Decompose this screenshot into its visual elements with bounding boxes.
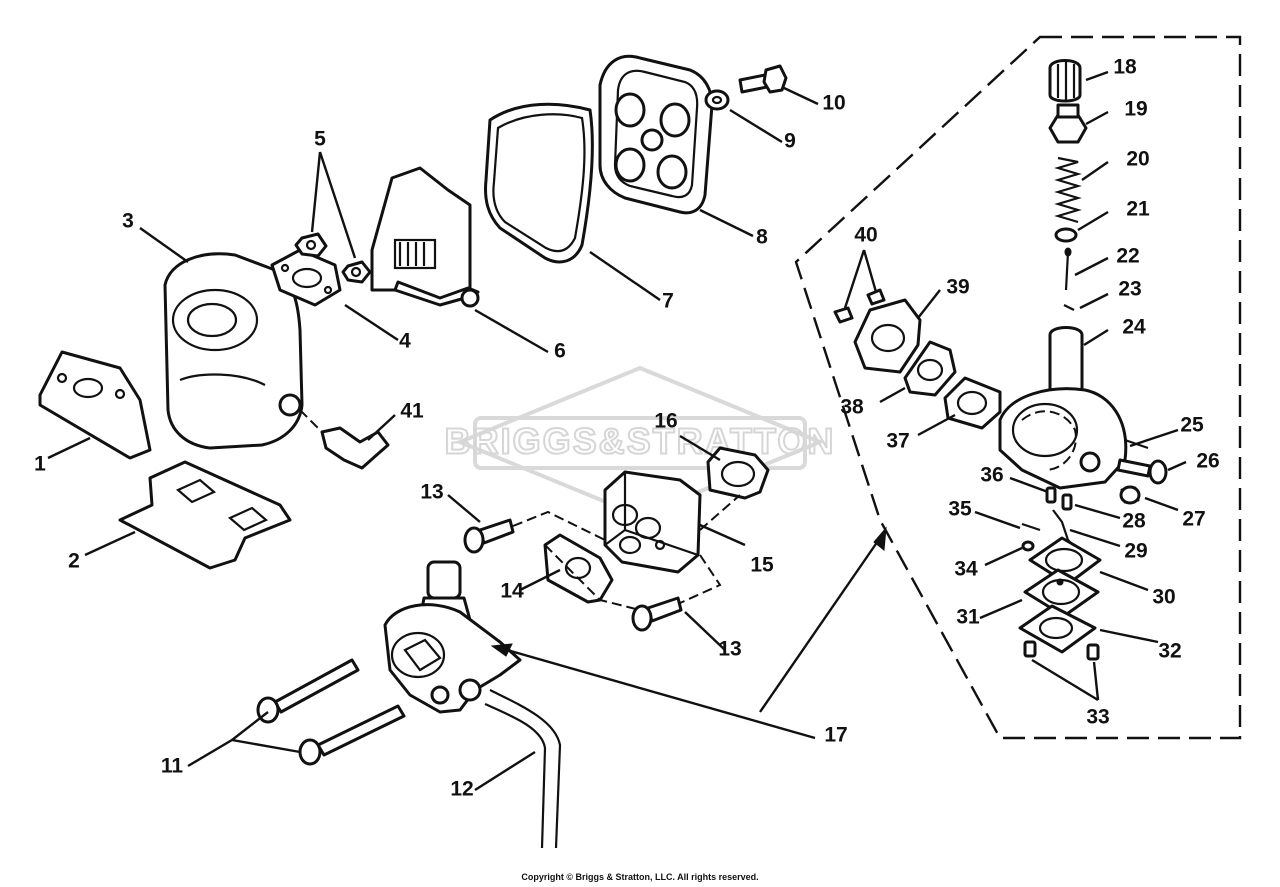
part-14-gasket <box>543 533 614 604</box>
callout-27: 27 <box>1182 508 1205 531</box>
part-19-nut <box>1048 103 1088 144</box>
callout-13-upper: 13 <box>420 481 443 504</box>
part-38-gasket <box>903 340 957 397</box>
part-12-fuel-hose <box>484 689 562 849</box>
part-31-diaphragm <box>1023 568 1100 618</box>
part-3-muffler <box>163 252 304 450</box>
callout-5: 5 <box>314 128 326 151</box>
leader-lines <box>47 70 1187 792</box>
callout-29: 29 <box>1124 540 1147 563</box>
callout-35: 35 <box>948 498 972 521</box>
callout-3: 3 <box>122 210 134 233</box>
callout-19: 19 <box>1124 98 1147 121</box>
part-1-heat-shield <box>38 350 152 460</box>
callout-26: 26 <box>1196 450 1219 473</box>
callout-9: 9 <box>784 130 796 153</box>
callout-37: 37 <box>886 430 909 453</box>
callout-36: 36 <box>980 464 1003 487</box>
part-28-spring <box>1061 493 1073 511</box>
part-27-screw <box>1119 485 1141 505</box>
briggs-stratton-watermark-logo: BRIGGS&STRATTON <box>444 365 836 519</box>
watermark-text: BRIGGS&STRATTON <box>445 421 836 462</box>
callout-11: 11 <box>161 755 184 778</box>
part-32-cover <box>1018 604 1097 654</box>
part-26-screw <box>1116 458 1168 485</box>
callout-38: 38 <box>840 396 864 419</box>
part-4-gasket <box>270 248 342 307</box>
part-34-screw <box>1021 540 1035 552</box>
callout-14: 14 <box>500 580 524 603</box>
callout-17: 17 <box>824 724 847 747</box>
callout-13-lower: 13 <box>718 638 741 661</box>
part-7-filter-element <box>484 102 594 264</box>
part-41-pipe-fitting <box>299 409 390 470</box>
part-24-carburetor-body <box>998 326 1128 490</box>
carburetor-detail-boundary <box>794 35 1242 740</box>
callout-25: 25 <box>1180 414 1204 437</box>
callout-31: 31 <box>956 606 980 629</box>
part-35-pin <box>1021 522 1041 532</box>
callout-18: 18 <box>1113 56 1137 79</box>
part-10-screw <box>738 64 788 94</box>
part-20-spring <box>1054 156 1082 224</box>
part-5-nuts <box>294 232 372 284</box>
part-8-air-cleaner-cover <box>598 54 714 215</box>
part-17-carburetor <box>383 560 522 714</box>
callout-28: 28 <box>1122 510 1146 533</box>
part-21-clip <box>1054 227 1078 243</box>
callout-15: 15 <box>750 554 774 577</box>
part-11-mounting-screws <box>256 658 406 766</box>
part-13-screw-lower <box>631 596 683 632</box>
part-18-knob <box>1048 59 1082 103</box>
callout-41: 41 <box>400 400 424 423</box>
callout-12: 12 <box>450 778 473 801</box>
part-22-needle <box>1064 247 1072 291</box>
callout-33: 33 <box>1086 706 1109 729</box>
callout-32: 32 <box>1158 640 1181 663</box>
callout-22: 22 <box>1116 245 1139 268</box>
part-2-base-gasket <box>118 460 292 570</box>
callout-39: 39 <box>946 276 969 299</box>
part-13-screw-upper <box>463 518 515 554</box>
callout-8: 8 <box>756 226 768 249</box>
part-15-insulator-block <box>603 470 702 574</box>
copyright-notice: Copyright © Briggs & Stratton, LLC. All … <box>521 872 759 882</box>
callout-20: 20 <box>1126 148 1149 171</box>
callout-2: 2 <box>68 550 80 573</box>
callout-6: 6 <box>554 340 566 363</box>
callout-24: 24 <box>1122 316 1146 339</box>
part-16-gasket <box>706 446 770 500</box>
callout-23: 23 <box>1118 278 1141 301</box>
part-33-screws <box>1023 640 1100 661</box>
callout-16: 16 <box>654 410 677 433</box>
callout-34: 34 <box>954 558 978 581</box>
callout-7: 7 <box>662 290 674 313</box>
part-37-gasket <box>943 376 1002 430</box>
callout-21: 21 <box>1126 198 1150 221</box>
callout-40: 40 <box>854 224 877 247</box>
part-9-washer <box>704 89 730 111</box>
callout-10: 10 <box>822 92 845 115</box>
callout-30: 30 <box>1152 586 1175 609</box>
part-23-pin <box>1063 304 1075 311</box>
callout-numbers: 1 2 3 4 5 6 7 8 9 10 11 12 13 13 14 15 1… <box>34 56 1220 801</box>
part-39-plate <box>853 298 922 374</box>
callout-1: 1 <box>34 453 46 476</box>
part-6-air-cleaner-base <box>370 166 480 308</box>
part-40-screws <box>833 288 886 324</box>
callout-4: 4 <box>399 330 411 353</box>
